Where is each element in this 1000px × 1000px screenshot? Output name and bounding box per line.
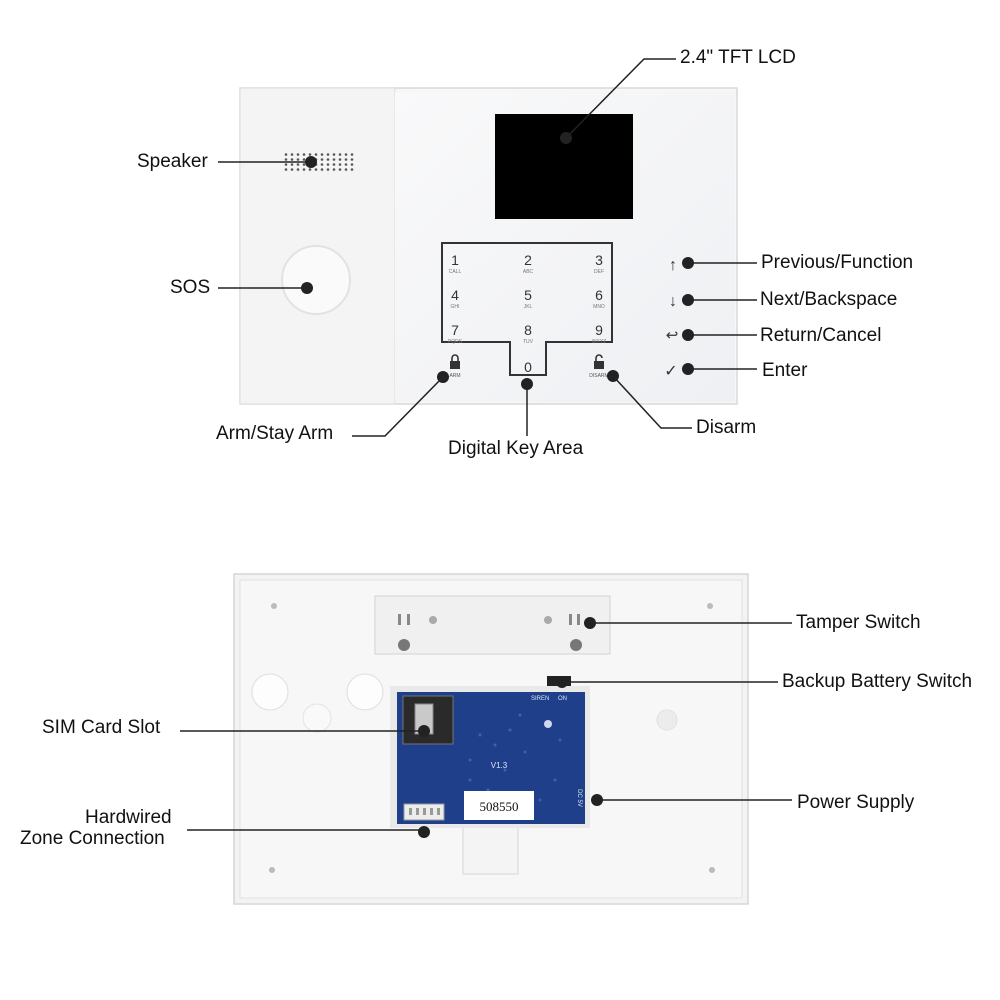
svg-text:5: 5 — [524, 287, 532, 303]
label-power-supply: Power Supply — [797, 792, 915, 813]
svg-text:MNO: MNO — [593, 304, 605, 310]
label-disarm: Disarm — [696, 417, 757, 438]
serial-sticker — [464, 791, 534, 820]
label-previous-function: Previous/Function — [761, 252, 914, 273]
speaker-grille — [282, 151, 355, 173]
svg-text:DISARM: DISARM — [589, 373, 608, 379]
label-backup-battery-switch: Backup Battery Switch — [782, 671, 973, 692]
label-next-backspace: Next/Backspace — [760, 289, 898, 310]
svg-text:ON: ON — [558, 696, 567, 702]
label-sos: SOS — [170, 277, 211, 298]
back-callout-dots — [418, 617, 603, 838]
svg-text:8: 8 — [524, 322, 532, 338]
arm-key[interactable]: ARM — [449, 354, 461, 379]
svg-text:SIREN: SIREN — [531, 696, 549, 702]
svg-text:2: 2 — [524, 252, 532, 268]
svg-text:ARM: ARM — [449, 373, 460, 379]
label-speaker: Speaker — [137, 151, 208, 172]
svg-text:DC 5V: DC 5V — [576, 789, 582, 807]
bottom-tab — [462, 825, 519, 875]
front-callouts — [218, 58, 757, 437]
svg-text:3: 3 — [595, 252, 603, 268]
unlock-icon — [594, 354, 604, 369]
disarm-leader — [612, 375, 692, 429]
svg-text:508550: 508550 — [480, 799, 519, 814]
label-zone-connection: Zone Connection — [20, 828, 165, 849]
label-enter: Enter — [762, 360, 808, 381]
arm-leader — [352, 376, 444, 437]
digital-key-area-outline — [441, 242, 613, 376]
label-tamper-switch: Tamper Switch — [796, 612, 921, 633]
pcb-board: 508550 V1.3 SIREN ON DC 5V — [390, 676, 590, 828]
svg-text:GHI: GHI — [451, 304, 460, 310]
label-sim-card-slot: SIM Card Slot — [42, 717, 161, 738]
svg-text:4: 4 — [451, 287, 459, 303]
svg-text:9: 9 — [595, 322, 603, 338]
svg-text:WXYZ: WXYZ — [592, 339, 606, 345]
svg-text:1: 1 — [451, 252, 459, 268]
svg-text:PQRS: PQRS — [448, 339, 463, 345]
label-return-cancel: Return/Cancel — [760, 325, 882, 346]
checkmark-icon[interactable]: ✓ — [664, 363, 677, 380]
disarm-key[interactable]: DISARM — [589, 354, 609, 379]
svg-text:7: 7 — [451, 322, 459, 338]
svg-text:V1.3: V1.3 — [491, 761, 508, 770]
sos-button — [281, 245, 351, 315]
label-arm-stay-arm: Arm/Stay Arm — [216, 423, 334, 444]
label-lcd: 2.4" TFT LCD — [680, 47, 796, 68]
svg-text:0: 0 — [524, 359, 532, 375]
svg-text:ABC: ABC — [523, 269, 534, 275]
lcd-screen — [495, 114, 633, 219]
down-arrow-icon[interactable]: ↓ — [669, 293, 677, 310]
label-digital-key-area: Digital Key Area — [448, 438, 584, 459]
return-arrow-icon[interactable]: ↩ — [666, 327, 679, 344]
front-device — [239, 87, 738, 405]
svg-text:JKL: JKL — [524, 304, 533, 310]
svg-text:TUV: TUV — [523, 339, 534, 345]
key-0[interactable]: 0 — [524, 359, 532, 375]
lock-icon — [450, 354, 460, 369]
label-hardwired: Hardwired — [85, 807, 172, 828]
svg-text:DEF: DEF — [594, 269, 604, 275]
lcd-leader — [565, 58, 676, 139]
up-arrow-icon[interactable]: ↑ — [669, 257, 677, 274]
svg-text:CALL: CALL — [449, 269, 462, 275]
svg-text:6: 6 — [595, 287, 603, 303]
front-callout-dots — [301, 132, 694, 390]
